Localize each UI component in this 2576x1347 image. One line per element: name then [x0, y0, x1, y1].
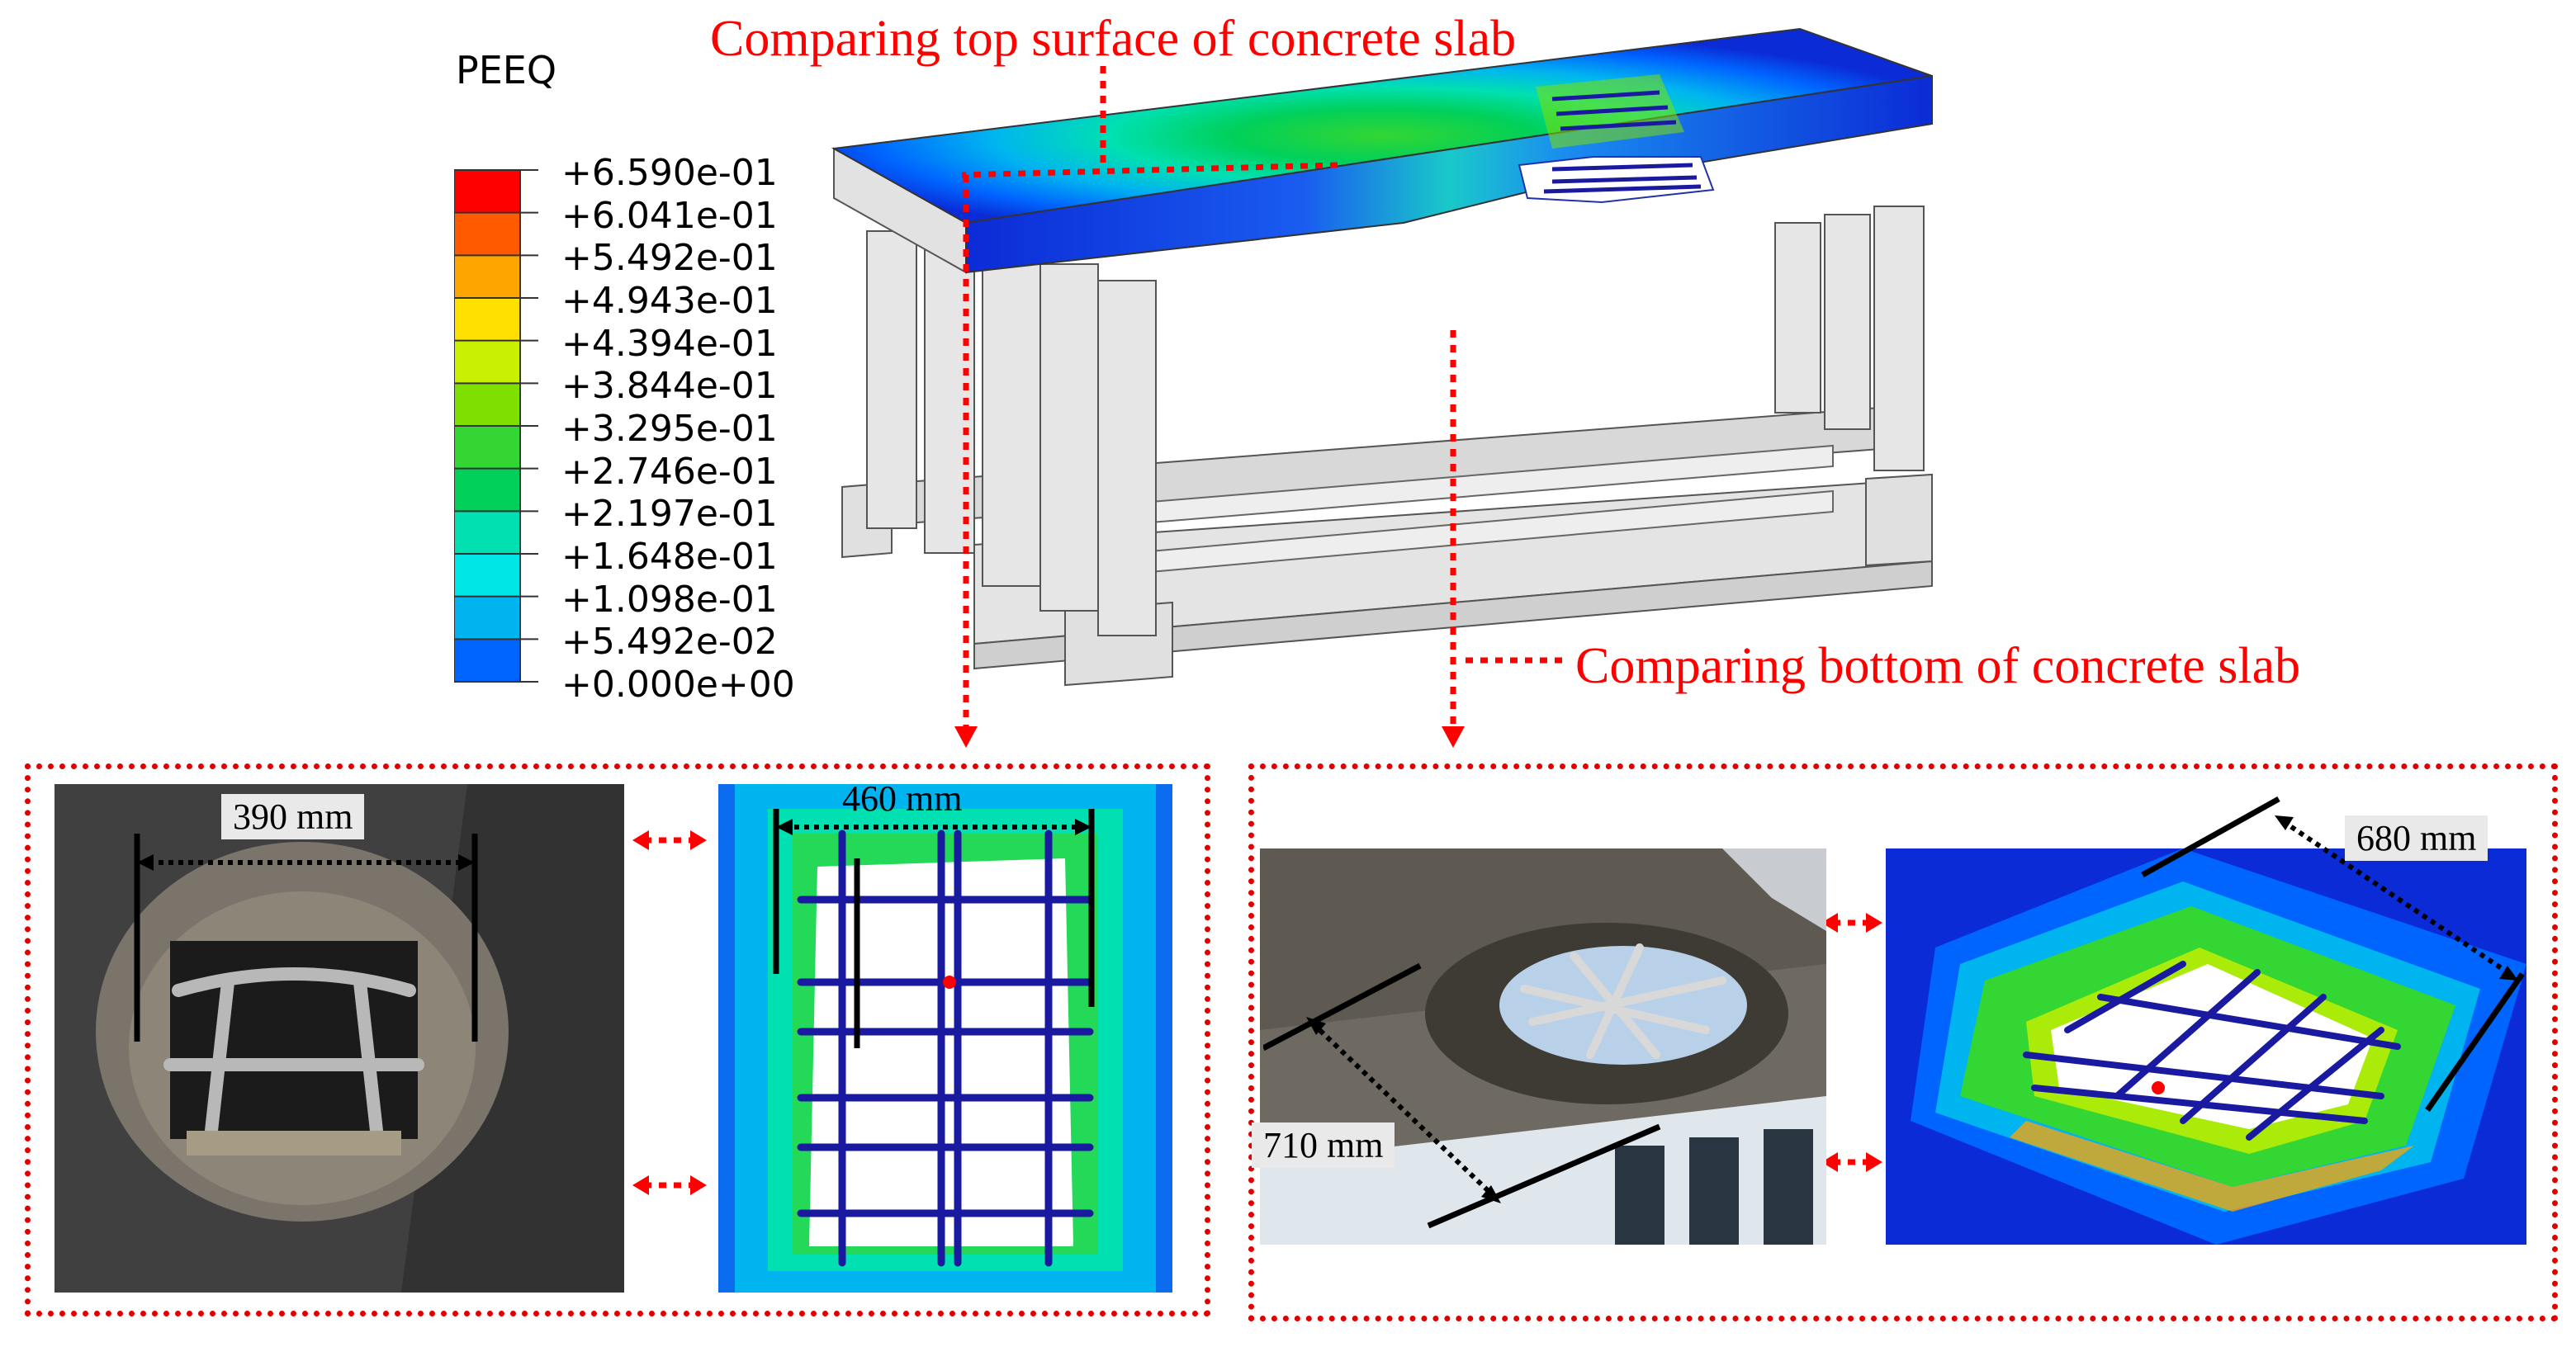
bottom-photo-dimension-label: 710 mm: [1252, 1122, 1395, 1168]
legend-swatch: [454, 596, 520, 640]
legend-colorbar: [454, 169, 538, 683]
top-photo-dimension: [134, 834, 478, 1042]
bottom-comparison-panel: [1248, 763, 2558, 1321]
legend-label: +4.394e-01: [561, 322, 778, 365]
legend-label: +3.295e-01: [561, 408, 778, 450]
legend-swatch: [454, 255, 520, 299]
legend-label: +5.492e-02: [561, 621, 778, 664]
legend-label: +0.000e+00: [561, 664, 795, 706]
legend-swatch: [454, 426, 520, 470]
legend-swatch: [454, 639, 520, 683]
fe-model-view: [831, 27, 1933, 687]
legend-label: +1.098e-01: [561, 578, 778, 621]
legend-swatch: [454, 383, 520, 427]
legend-swatch: [454, 170, 520, 214]
bottom-simulation-contour: [1886, 848, 2526, 1245]
legend-swatch: [454, 554, 520, 598]
bottom-annotation: Comparing bottom of concrete slab: [1575, 638, 2301, 694]
bottom-sim-dimension: [2141, 796, 2525, 1113]
legend-title: PEEQ: [456, 48, 557, 92]
top-photo-dimension-label: 390 mm: [221, 794, 365, 839]
top-sim-dimension-label: 460 mm: [842, 778, 963, 819]
legend-label: +2.746e-01: [561, 450, 778, 493]
legend-label: +2.197e-01: [561, 493, 778, 536]
top-sim-dimension: [773, 809, 1095, 1048]
top-comparison-panel: [25, 763, 1210, 1316]
color-legend: [454, 162, 545, 690]
legend-swatch: [454, 340, 520, 384]
legend-labels: +6.590e-01+6.041e-01+5.492e-01+4.943e-01…: [561, 152, 859, 706]
support-columns: [866, 206, 1925, 636]
legend-swatch: [454, 298, 520, 342]
legend-label: +6.590e-01: [561, 152, 778, 194]
legend-swatch: [454, 468, 520, 512]
legend-label: +3.844e-01: [561, 365, 778, 408]
legend-label: +1.648e-01: [561, 536, 778, 578]
top-experiment-photo: [54, 784, 624, 1293]
bottom-photo-dimension: [1263, 962, 1661, 1229]
top-surface-annotation: Comparing top surface of concrete slab: [710, 11, 1517, 67]
legend-label: +4.943e-01: [561, 280, 778, 322]
legend-label: +6.041e-01: [561, 194, 778, 237]
legend-swatch: [454, 511, 520, 555]
bottom-sim-dimension-label: 680 mm: [2345, 815, 2488, 861]
legend-label: +5.492e-01: [561, 237, 778, 280]
top-damage-zone: [1518, 74, 1715, 204]
legend-swatch: [454, 212, 520, 256]
top-simulation-contour: [718, 784, 1172, 1293]
bottom-experiment-photo: [1260, 848, 1826, 1245]
